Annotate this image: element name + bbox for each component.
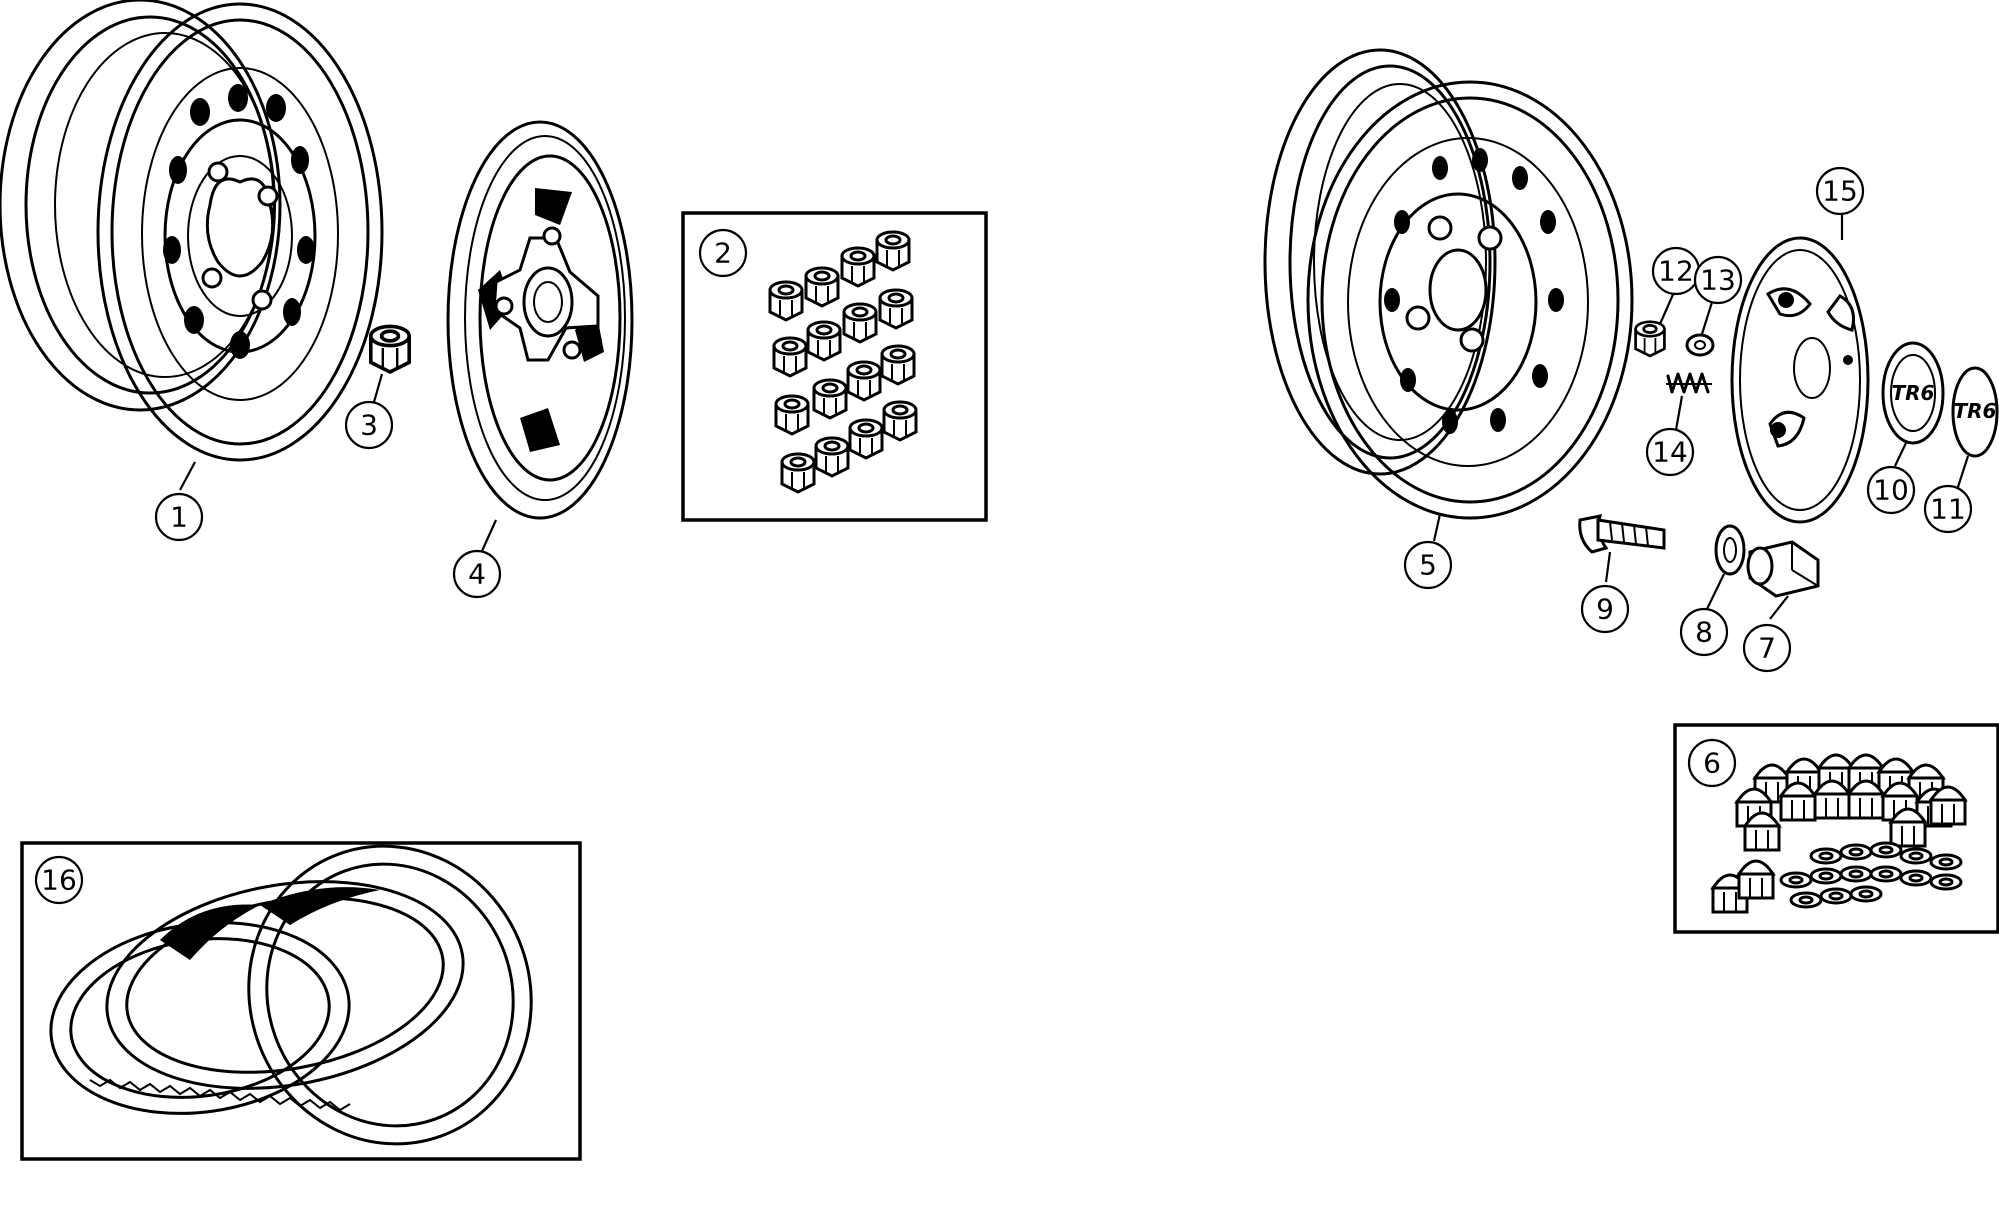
washer-8	[1714, 524, 1746, 576]
callout-11: 11	[1923, 484, 1973, 534]
spring-clip-13	[1685, 333, 1715, 357]
callout-15: 15	[1815, 166, 1865, 216]
svg-text:14: 14	[1652, 436, 1688, 469]
leader-7	[1769, 595, 1789, 620]
leader-10	[1894, 442, 1907, 467]
badge-11: TR6	[1951, 366, 1999, 458]
hub-cap-15	[1730, 236, 1870, 524]
wheel-trim-4	[446, 120, 634, 520]
callout-3: 3	[344, 400, 394, 450]
leader-4	[480, 519, 498, 552]
cap-nut-set-6	[1711, 753, 1967, 914]
svg-text:9: 9	[1596, 593, 1614, 626]
leader-11	[1956, 455, 1970, 488]
svg-text:1: 1	[170, 501, 188, 534]
svg-text:2: 2	[714, 237, 732, 270]
small-nut-12	[1634, 320, 1666, 358]
callout-6: 6	[1687, 738, 1737, 788]
badge-logo-11: TR6	[1954, 399, 1997, 423]
svg-text:7: 7	[1758, 632, 1776, 665]
wheel-stud-9	[1578, 514, 1666, 554]
svg-text:6: 6	[1703, 747, 1721, 780]
badge-logo-10: TR6	[1892, 381, 1935, 405]
callout-10: 10	[1866, 465, 1916, 515]
svg-text:10: 10	[1873, 474, 1909, 507]
rim-embellishers-16	[49, 844, 533, 1146]
spring-14	[1666, 372, 1712, 394]
steel-wheel-5	[1263, 48, 1634, 520]
rim-embellisher-box-16	[20, 841, 582, 1161]
callout-16: 16	[34, 855, 84, 905]
cap-nut-7	[1746, 540, 1820, 598]
cap-nut-set-box-6	[1673, 723, 1999, 934]
svg-text:5: 5	[1419, 549, 1437, 582]
leader-3	[372, 373, 384, 403]
leader-5	[1432, 513, 1442, 542]
svg-text:11: 11	[1930, 493, 1966, 526]
callout-7: 7	[1742, 623, 1792, 673]
callout-1: 1	[154, 492, 204, 542]
nut-set-box-2	[681, 211, 988, 522]
callout-12: 12	[1651, 246, 1701, 296]
svg-text:15: 15	[1822, 175, 1858, 208]
callout-2: 2	[698, 228, 748, 278]
svg-text:8: 8	[1695, 616, 1713, 649]
wheel-nut-set-2	[768, 230, 918, 494]
callout-8: 8	[1679, 607, 1729, 657]
callout-4: 4	[452, 549, 502, 599]
leader-8	[1706, 573, 1725, 610]
steel-wheel-1	[0, 0, 384, 462]
svg-text:3: 3	[360, 409, 378, 442]
leader-9	[1604, 551, 1612, 583]
badge-ring-10: TR6	[1881, 341, 1945, 445]
leader-13	[1700, 298, 1715, 335]
callout-5: 5	[1403, 540, 1453, 590]
wheel-nut-3	[368, 324, 412, 374]
leader-14	[1674, 395, 1684, 431]
callout-14: 14	[1645, 427, 1695, 477]
callout-9: 9	[1580, 584, 1630, 634]
leader-12	[1658, 289, 1677, 325]
svg-text:13: 13	[1700, 264, 1736, 297]
svg-text:4: 4	[468, 558, 486, 591]
callout-13: 13	[1693, 255, 1743, 305]
leader-1	[179, 461, 196, 491]
svg-text:12: 12	[1658, 255, 1694, 288]
leader-lines	[179, 214, 1970, 620]
svg-text:16: 16	[41, 864, 77, 897]
